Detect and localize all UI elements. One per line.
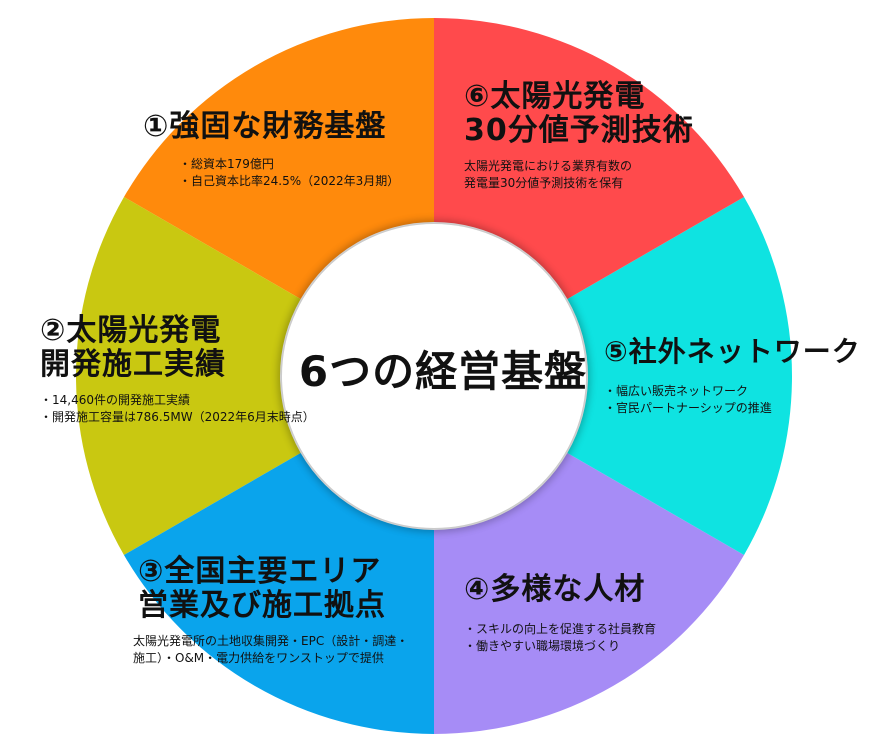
ring-segment-5: [567, 197, 792, 555]
ring-segment-4: [434, 453, 745, 734]
ring-segment-2: [76, 197, 301, 555]
segment-4-title-line-1: ④多様な人材: [464, 572, 646, 607]
segment-5-body-line-1: ・幅広い販売ネットワーク: [604, 384, 749, 398]
segment-1-body-line-2: ・自己資本比率24.5%（2022年3月期）: [179, 174, 400, 188]
segment-3-body-line-2: 施工）・O&M・電力供給をワンストップで提供: [133, 651, 384, 665]
segment-5-title-line-1: ⑤社外ネットワーク: [604, 335, 861, 368]
segment-4-body-line-1: ・スキルの向上を促進する社員教育: [464, 622, 657, 636]
segment-3-label: ③全国主要エリア 営業及び施工拠点 太陽光発電所の土地収集開発・EPC（設計・調…: [133, 555, 408, 667]
segment-1-title-line-1: ①強固な財務基盤: [143, 109, 387, 144]
segment-2-title: ②太陽光発電 開発施工実績: [40, 314, 315, 382]
segment-5-title: ⑤社外ネットワーク: [604, 335, 861, 369]
segment-1-body-line-1: ・総資本179億円: [179, 157, 274, 171]
segment-5-label: ⑤社外ネットワーク ・幅広い販売ネットワーク ・官民パートナーシップの推進: [604, 335, 861, 417]
segment-1-body: ・総資本179億円 ・自己資本比率24.5%（2022年3月期）: [179, 156, 399, 190]
segment-3-title-line-1: ③全国主要エリア: [138, 554, 382, 589]
segment-2-title-line-1: ②太陽光発電: [40, 313, 222, 348]
segment-6-body-line-2: 発電量30分値予測技術を保有: [464, 176, 624, 190]
segment-1-title: ①強固な財務基盤: [143, 110, 399, 144]
segment-4-body-line-2: ・働きやすい職場環境づくり: [464, 639, 621, 653]
segment-3-title: ③全国主要エリア 営業及び施工拠点: [138, 555, 408, 623]
segment-6-title-line-2: 30分値予測技術: [464, 113, 694, 148]
ring-segment-1: [123, 18, 435, 299]
segment-4-label: ④多様な人材 ・スキルの向上を促進する社員教育 ・働きやすい職場環境づくり: [464, 573, 656, 655]
segment-2-label: ②太陽光発電 開発施工実績 ・14,460件の開発施工実績 ・開発施工容量は78…: [40, 314, 315, 426]
segment-5-body: ・幅広い販売ネットワーク ・官民パートナーシップの推進: [604, 383, 861, 417]
segment-3-body: 太陽光発電所の土地収集開発・EPC（設計・調達・ 施工）・O&M・電力供給をワン…: [133, 633, 408, 667]
segment-3-body-line-1: 太陽光発電所の土地収集開発・EPC（設計・調達・: [133, 634, 409, 648]
segment-3-title-line-2: 営業及び施工拠点: [138, 588, 386, 623]
segment-4-body: ・スキルの向上を促進する社員教育 ・働きやすい職場環境づくり: [464, 621, 656, 655]
segment-2-title-line-2: 開発施工実績: [40, 347, 226, 382]
segment-2-body-line-1: ・14,460件の開発施工実績: [40, 393, 190, 407]
segment-6-label: ⑥太陽光発電 30分値予測技術 太陽光発電における業界有数の 発電量30分値予測…: [464, 80, 694, 192]
segment-2-body-line-2: ・開発施工容量は786.5MW（2022年6月末時点）: [40, 410, 315, 424]
center-title: 6つの経営基盤: [298, 347, 588, 396]
segment-6-title: ⑥太陽光発電 30分値予測技術: [464, 80, 694, 148]
segment-6-title-line-1: ⑥太陽光発電: [464, 79, 646, 114]
segment-1-label: ①強固な財務基盤 ・総資本179億円 ・自己資本比率24.5%（2022年3月期…: [143, 110, 399, 190]
segment-6-body: 太陽光発電における業界有数の 発電量30分値予測技術を保有: [464, 158, 694, 192]
segment-2-body: ・14,460件の開発施工実績 ・開発施工容量は786.5MW（2022年6月末…: [40, 392, 315, 426]
segment-6-body-line-1: 太陽光発電における業界有数の: [464, 159, 633, 173]
ring-segment-3: [123, 453, 435, 734]
segment-4-title: ④多様な人材: [464, 573, 656, 607]
center-circle: [282, 224, 586, 528]
ring-segment-6: [434, 18, 745, 299]
segment-5-body-line-2: ・官民パートナーシップの推進: [604, 401, 772, 415]
